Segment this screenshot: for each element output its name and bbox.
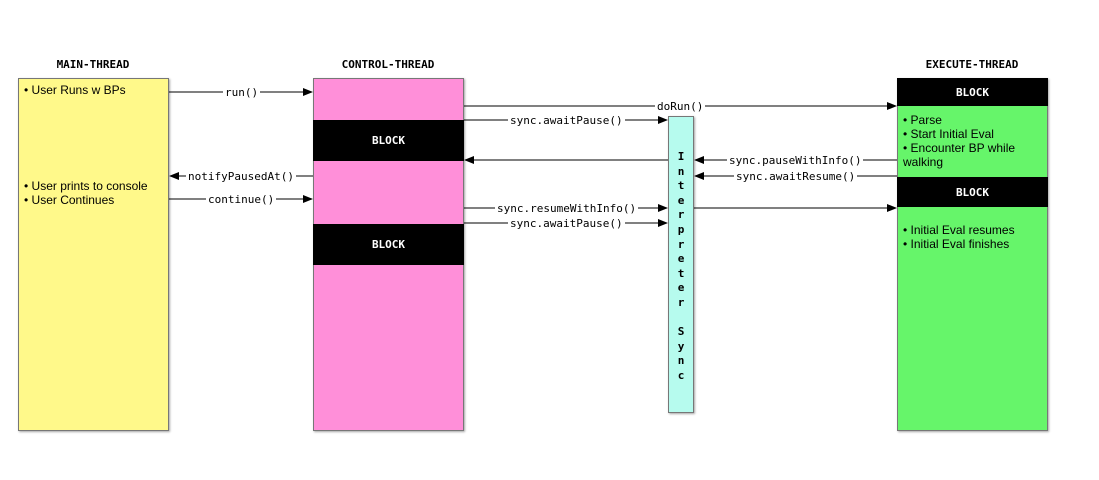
resume-with-info-label: sync.resumeWithInfo() <box>495 202 639 215</box>
note-item: Encounter BP while walking <box>903 141 1043 169</box>
await-resume-label: sync.awaitResume() <box>734 170 858 183</box>
await-pause-label-1: sync.awaitPause() <box>508 114 625 127</box>
main-thread-notes-pause: User prints to console User Continues <box>24 179 148 207</box>
pause-with-info-label: sync.pauseWithInfo() <box>727 154 864 167</box>
control-thread-header: CONTROL-THREAD <box>341 58 435 71</box>
run-label: run() <box>223 86 261 99</box>
interpreter-sync-lane <box>668 116 694 413</box>
note-item: User Runs w BPs <box>24 83 126 97</box>
main-thread-header: MAIN-THREAD <box>56 58 130 71</box>
sync-label-char: e <box>677 252 685 266</box>
execute-thread-lane: Parse Start Initial Eval Encounter BP wh… <box>897 78 1048 431</box>
continue-label: continue() <box>206 193 277 206</box>
sync-label-char: p <box>677 222 685 236</box>
main-thread-notes-start: User Runs w BPs <box>24 83 126 97</box>
sync-label-char: n <box>677 164 685 178</box>
sync-label-char: I <box>677 150 685 163</box>
control-block-2: BLOCK <box>313 224 464 265</box>
note-item: Start Initial Eval <box>903 127 1043 141</box>
note-item: User Continues <box>24 193 148 207</box>
sync-label-char: S <box>677 325 685 339</box>
dorun-label: doRun() <box>655 100 706 113</box>
await-pause-label-2: sync.awaitPause() <box>508 217 625 230</box>
sync-label-char: n <box>677 354 685 368</box>
sync-label-char: r <box>677 295 685 309</box>
note-item: Initial Eval finishes <box>903 237 1015 251</box>
sync-label-char: e <box>677 281 685 295</box>
sync-label-char: r <box>677 208 685 222</box>
execute-block-1: BLOCK <box>897 78 1048 106</box>
main-thread-lane: User Runs w BPs User prints to console U… <box>18 78 169 431</box>
execute-block-2: BLOCK <box>897 177 1048 207</box>
sync-label-char: t <box>677 179 685 193</box>
execute-thread-notes-resume: Initial Eval resumes Initial Eval finish… <box>903 223 1015 251</box>
notify-paused-at-label: notifyPausedAt() <box>186 170 296 183</box>
control-block-1: BLOCK <box>313 120 464 161</box>
sync-label-char: r <box>677 237 685 251</box>
note-item: User prints to console <box>24 179 148 193</box>
sync-label-char: c <box>677 368 685 382</box>
sync-label-char: e <box>677 193 685 207</box>
sync-label-char: y <box>677 339 685 353</box>
sync-label-char: t <box>677 266 685 280</box>
execute-thread-notes-start: Parse Start Initial Eval Encounter BP wh… <box>903 113 1043 169</box>
execute-thread-header: EXECUTE-THREAD <box>925 58 1019 71</box>
note-item: Initial Eval resumes <box>903 223 1015 237</box>
note-item: Parse <box>903 113 1043 127</box>
